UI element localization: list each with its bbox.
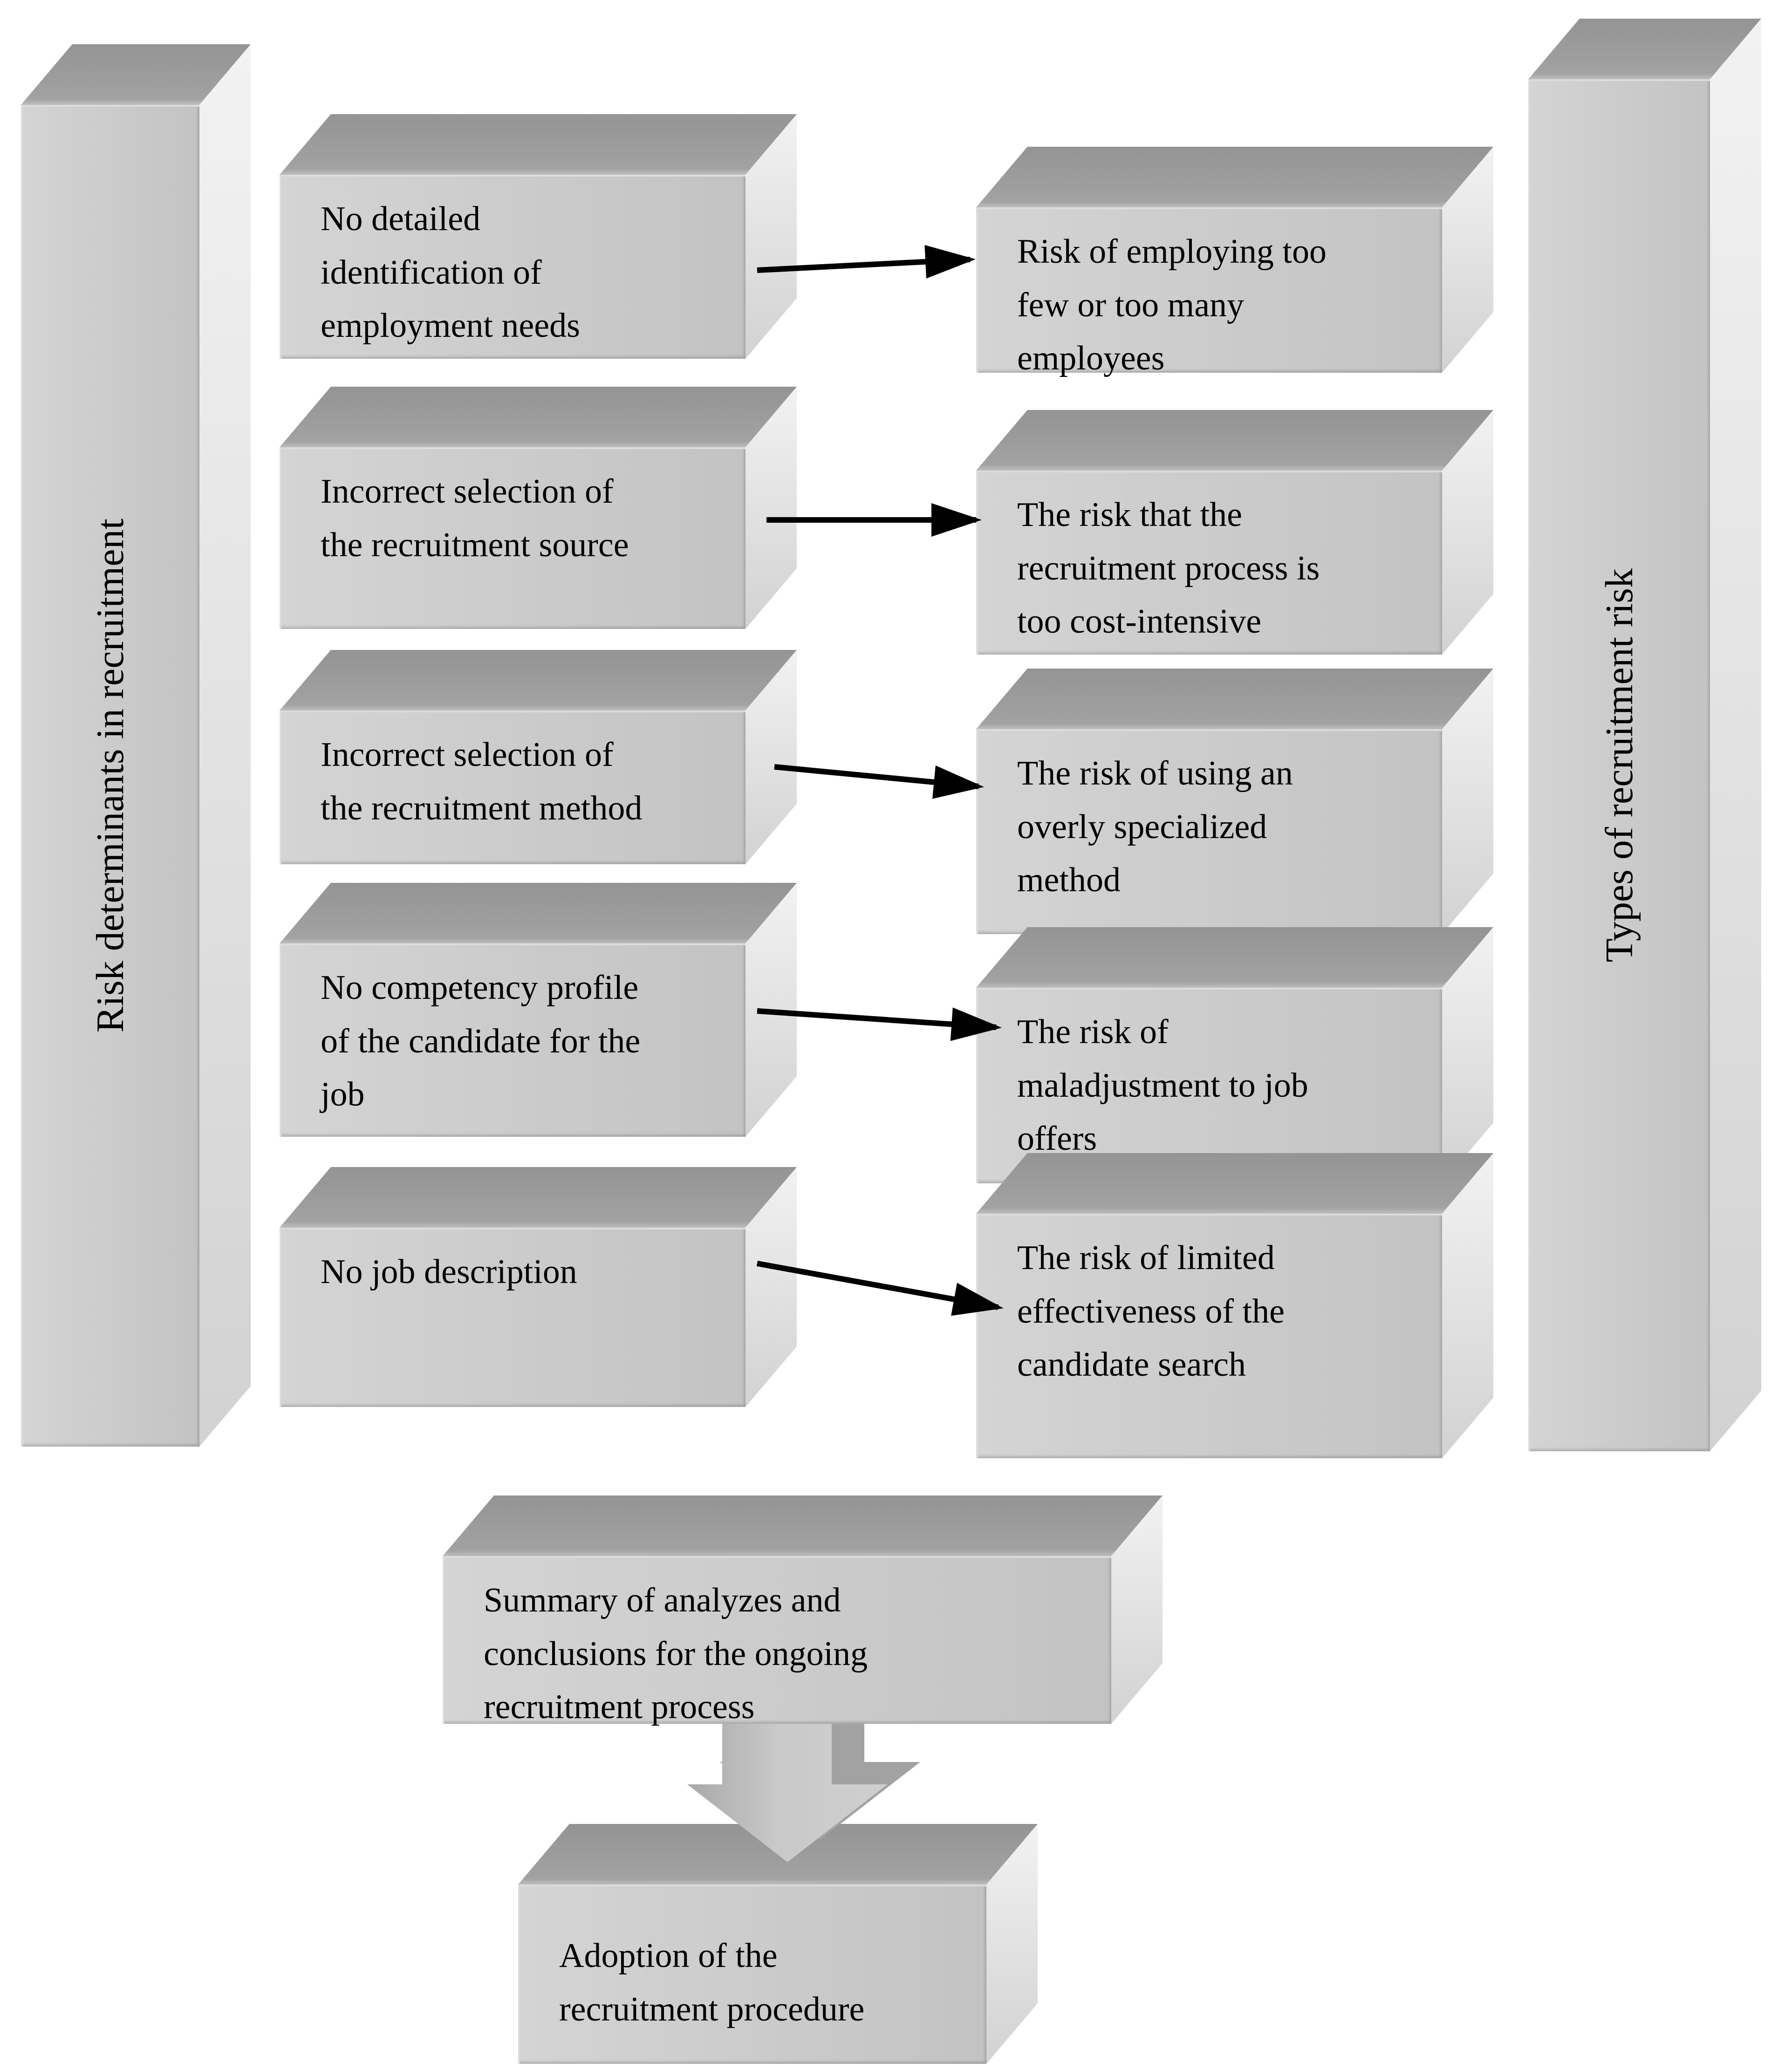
determinant-label: Incorrect selection of the recruitment s… (321, 472, 629, 564)
box-top-face (976, 1153, 1493, 1214)
risk-label: The risk of maladjustment to job offers (1017, 1013, 1308, 1158)
box-top-face (976, 669, 1493, 729)
determinant-label: No job description (321, 1253, 577, 1291)
determinant-label: No detailed identification of employment… (321, 200, 580, 345)
box-top-face (976, 410, 1493, 471)
risk-box-3: The risk of using an overly specialized … (976, 669, 1493, 934)
summary-label: Summary of analyzes and conclusions for … (484, 1581, 868, 1727)
right-pillar-label: Types of recruitment risk (1597, 568, 1641, 963)
determinant-label: Incorrect selection of the recruitment m… (321, 736, 643, 827)
box-side-face (1442, 1153, 1493, 1458)
box-top-face (280, 387, 797, 447)
box-front-face: Summary of analyzes and conclusions for … (443, 1556, 1111, 1726)
risk-label: The risk that the recruitment process is… (1017, 496, 1320, 641)
box-top-face (443, 1495, 1163, 1556)
pillar-side-face (1710, 19, 1761, 1451)
box-front-face: No detailed identification of employment… (280, 175, 746, 359)
determinant-box-3: Incorrect selection of the recruitment m… (280, 650, 797, 864)
box-front-face: The risk of limited effectiveness of the… (976, 1214, 1442, 1458)
risk-label: The risk of using an overly specialized … (1017, 754, 1293, 900)
pillar-front-face: Risk determinants in recruitment (21, 105, 199, 1447)
risk-box-5: The risk of limited effectiveness of the… (976, 1153, 1493, 1458)
box-front-face: No competency profile of the candidate f… (280, 943, 746, 1137)
determinant-box-4: No competency profile of the candidate f… (280, 883, 797, 1137)
box-top-face (976, 927, 1493, 988)
flow-arrow-3 (774, 764, 984, 799)
box-front-face: Incorrect selection of the recruitment s… (280, 447, 746, 629)
box-front-face: Incorrect selection of the recruitment m… (280, 710, 746, 864)
determinant-box-2: Incorrect selection of the recruitment s… (280, 387, 797, 629)
box-top-face (280, 1167, 797, 1228)
box-front-face: No job description (280, 1228, 746, 1407)
summary-box: Summary of analyzes and conclusions for … (443, 1495, 1163, 1726)
risk-box-1: Risk of employing too few or too many em… (976, 147, 1493, 377)
box-top-face (518, 1824, 1038, 1885)
adoption-label: Adoption of the recruitment procedure (559, 1937, 865, 2028)
box-front-face: The risk of maladjustment to job offers (976, 988, 1442, 1183)
adoption-box: Adoption of the recruitment procedure (518, 1824, 1038, 2064)
box-front-face: Risk of employing too few or too many em… (976, 207, 1442, 377)
box-top-face (280, 883, 797, 943)
risk-box-4: The risk of maladjustment to job offers (976, 927, 1493, 1183)
box-top-face (280, 114, 797, 175)
box-front-face: The risk of using an overly specialized … (976, 729, 1442, 934)
risk-label: Risk of employing too few or too many em… (1017, 232, 1327, 378)
determinant-box-5: No job description (280, 1167, 797, 1407)
pillar-front-face: Types of recruitment risk (1528, 79, 1710, 1451)
box-top-face (280, 650, 797, 710)
box-top-face (976, 147, 1493, 207)
risk-box-2: The risk that the recruitment process is… (976, 410, 1493, 655)
risk-label: The risk of limited effectiveness of the… (1017, 1239, 1285, 1384)
left-pillar: Risk determinants in recruitment (21, 44, 251, 1447)
right-pillar: Types of recruitment risk (1528, 19, 1761, 1451)
box-front-face: Adoption of the recruitment procedure (518, 1885, 986, 2064)
box-front-face: The risk that the recruitment process is… (976, 471, 1442, 655)
determinant-box-1: No detailed identification of employment… (280, 114, 797, 359)
determinant-label: No competency profile of the candidate f… (321, 969, 641, 1114)
left-pillar-label: Risk determinants in recruitment (89, 519, 132, 1033)
pillar-side-face (199, 44, 251, 1447)
